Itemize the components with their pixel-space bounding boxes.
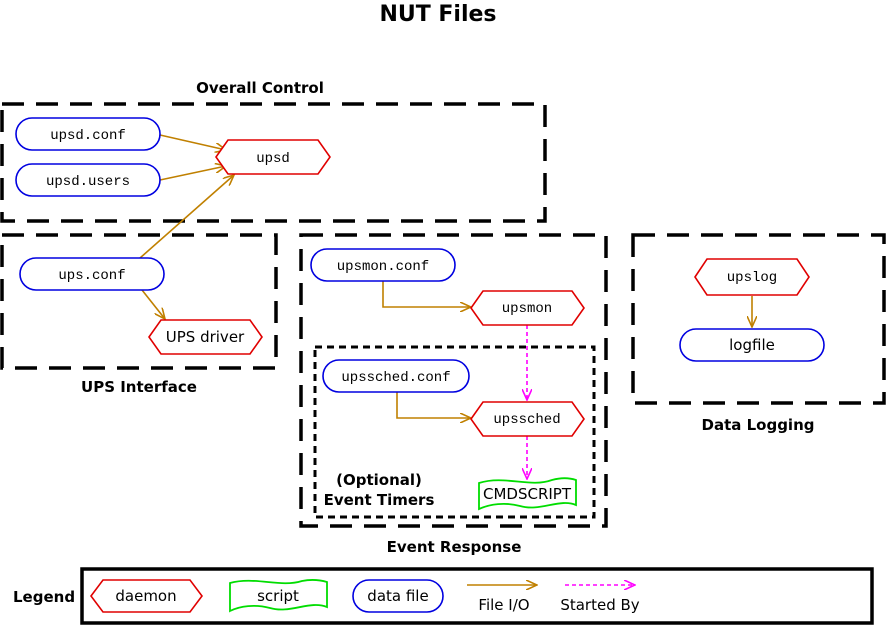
node-upsd — [215, 139, 331, 175]
edge-upsd-users-to-upsd — [159, 166, 226, 181]
node-cmdscript-label: CMDSCRIPT — [483, 485, 572, 503]
legend-daemon-label: daemon — [115, 587, 176, 605]
legend-started-by-label: Started By — [560, 596, 639, 614]
node-upsd-label: upsd — [256, 151, 290, 167]
node-upssched-label: upssched — [493, 412, 560, 428]
event-timers-label-line1: (Optional) — [336, 471, 422, 489]
event-timers-group — [313, 345, 596, 519]
legend-script-label: script — [257, 587, 299, 605]
node-upsd-users — [15, 163, 161, 197]
edge-upssched-conf-to-upssched — [396, 392, 471, 418]
node-upslog-label: upslog — [727, 270, 777, 286]
overall-control-group — [0, 102, 547, 223]
edge-upsmon-conf-to-upsmon — [382, 281, 471, 307]
node-upssched-conf — [322, 359, 470, 393]
node-logfile-label: logfile — [729, 336, 775, 354]
node-upssched-conf-label: upssched.conf — [341, 370, 450, 386]
edge-ups-conf-to-upsd — [139, 175, 234, 259]
node-upsmon-label: upsmon — [502, 301, 552, 317]
data-logging-label: Data Logging — [702, 416, 815, 434]
event-response-label: Event Response — [387, 538, 522, 556]
overall-control-label: Overall Control — [196, 79, 324, 97]
legend-data-file-label: data file — [367, 587, 428, 605]
node-upsmon-conf-label: upsmon.conf — [337, 259, 429, 275]
data-logging-group — [631, 233, 886, 405]
node-upssched — [470, 401, 585, 437]
node-upsd-users-label: upsd.users — [46, 174, 130, 190]
legend-script-shape — [229, 579, 328, 613]
node-upslog — [694, 258, 810, 296]
ups-interface-group — [0, 233, 278, 370]
legend-daemon-shape — [90, 579, 203, 613]
node-cmdscript — [478, 477, 577, 511]
legend-box — [80, 567, 874, 625]
node-logfile — [679, 328, 825, 362]
legend-title: Legend — [13, 588, 75, 606]
node-ups-driver — [148, 319, 263, 355]
ups-interface-label: UPS Interface — [81, 378, 197, 396]
node-ups-conf-label: ups.conf — [58, 268, 125, 284]
node-upsmon — [470, 290, 585, 326]
diagram-title: NUT Files — [379, 2, 496, 27]
edge-ups-conf-to-ups-driver — [141, 289, 165, 319]
legend-data-file-shape — [352, 579, 444, 613]
legend-file-io-label: File I/O — [478, 596, 529, 614]
event-timers-label-line2: Event Timers — [324, 491, 435, 509]
node-ups-conf — [19, 257, 165, 291]
node-ups-driver-label: UPS driver — [166, 328, 245, 346]
event-response-group — [299, 233, 608, 528]
edge-upsd-conf-to-upsd — [159, 134, 226, 150]
node-upsd-conf — [15, 117, 161, 151]
node-upsd-conf-label: upsd.conf — [50, 128, 126, 144]
node-upsmon-conf — [310, 248, 456, 282]
